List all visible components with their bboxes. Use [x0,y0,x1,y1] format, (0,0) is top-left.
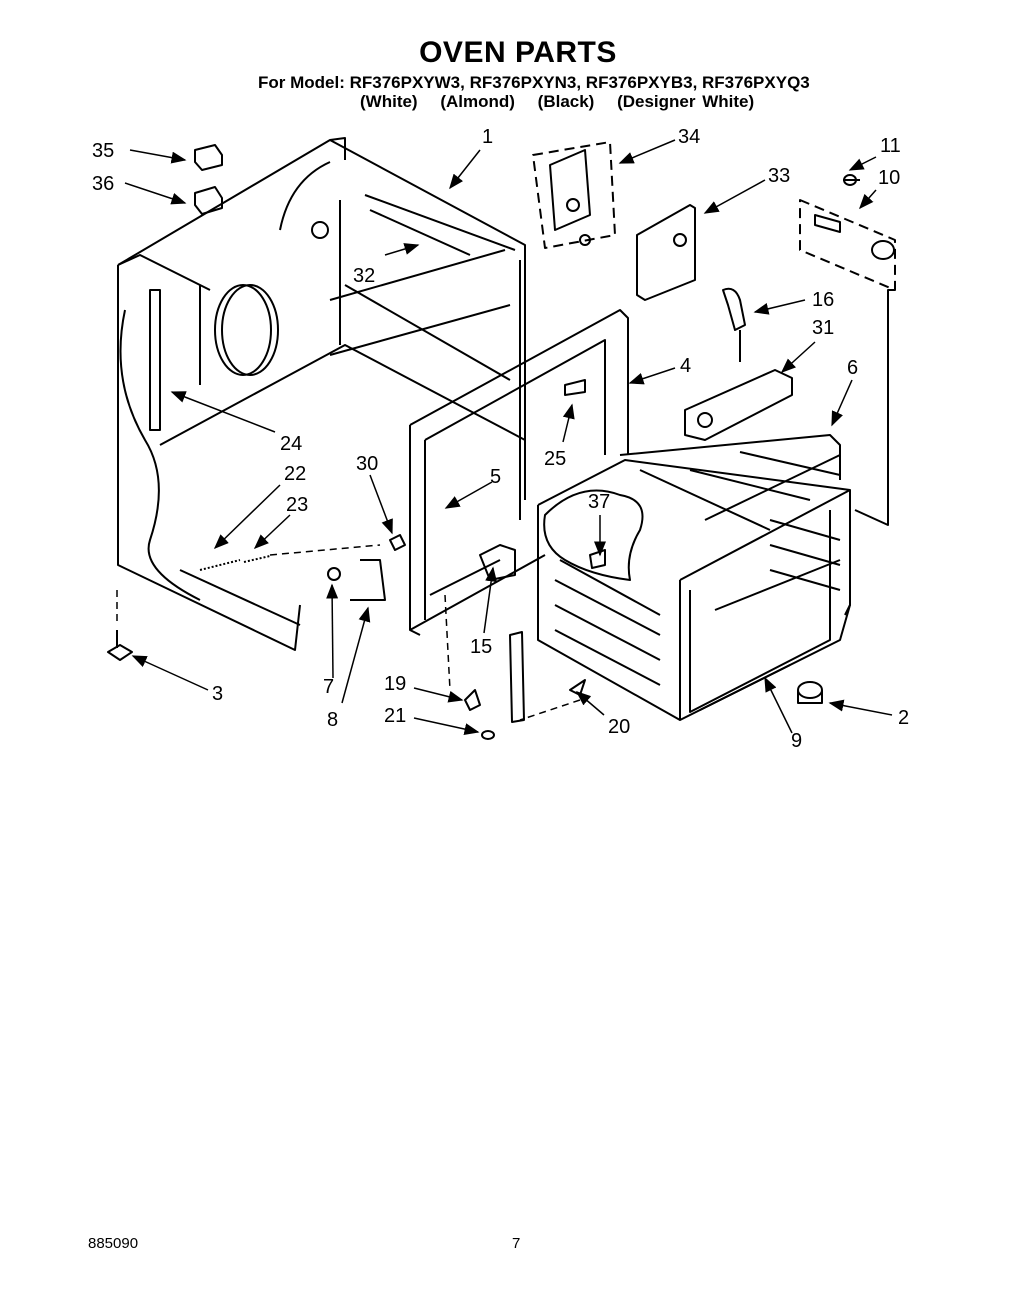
callout-24: 24 [280,433,302,455]
color-white: (White) [360,92,418,111]
callout-20: 20 [608,716,630,738]
callout-11: 11 [880,135,901,157]
callout-9: 9 [791,730,802,752]
foot-2 [797,681,823,699]
color-designer-white: (Designer White) [617,92,755,111]
callout-4: 4 [680,355,691,377]
burner-disc [214,221,329,376]
callout-1: 1 [482,126,493,148]
tube-fitting [722,287,746,362]
callout-8: 8 [327,709,338,731]
heat-shield [636,204,696,301]
oven-chassis [117,137,526,651]
callout-7: 7 [323,676,334,698]
callout-19: 19 [384,673,406,695]
callout-21: 21 [384,705,406,727]
oven-liner [537,459,851,721]
callout-36: 36 [92,173,114,195]
bracket-36 [194,186,223,215]
page-title: OVEN PARTS [419,36,617,69]
ignitor-bracket [532,141,616,249]
callout-16: 16 [812,289,834,311]
color-almond: (Almond) [440,92,515,111]
callout-5: 5 [490,466,501,488]
callout-labels: 35 36 1 34 33 11 10 16 31 6 4 32 24 22 2… [92,126,909,752]
callout-37: 37 [588,491,610,513]
page-number: 7 [512,1235,521,1252]
oven-rack [619,434,841,591]
callout-2: 2 [898,707,909,729]
callout-6: 6 [847,357,858,379]
model-list: For Model: RF376PXYW3, RF376PXYN3, RF376… [258,73,810,92]
callout-35: 35 [92,140,114,162]
color-list: (White) (Almond) (Black) (Designer White… [360,92,770,112]
leveling-leg [107,644,133,661]
small-parts [107,144,823,740]
callout-15: 15 [470,636,492,658]
callout-25: 25 [544,448,566,470]
callout-31: 31 [812,317,834,339]
callout-32: 32 [353,265,375,287]
callout-33: 33 [768,165,790,187]
callout-3: 3 [212,683,223,705]
callout-22: 22 [284,463,306,485]
callout-10: 10 [878,167,900,189]
document-number: 885090 [88,1235,139,1252]
leader-arrows [124,139,893,735]
color-black: (Black) [537,92,595,111]
front-frame [409,309,629,636]
callout-23: 23 [286,494,308,516]
burner-tube [684,369,793,441]
callout-34: 34 [678,126,700,148]
bracket-35 [194,144,223,171]
dashed-connectors [116,544,581,721]
callout-30: 30 [356,453,378,475]
valve-group [799,174,896,526]
